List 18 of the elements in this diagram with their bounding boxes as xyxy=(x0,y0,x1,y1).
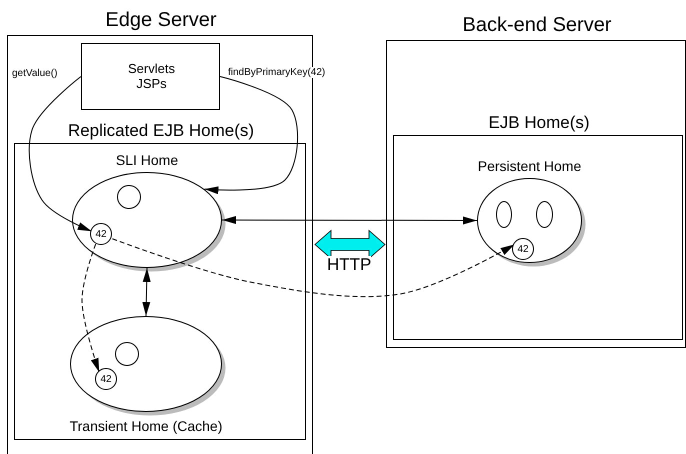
arrow xyxy=(222,216,478,224)
heading-label: Back-end Server xyxy=(462,14,612,37)
edge-label: findByPrimaryKey(42) xyxy=(228,67,326,78)
heading-label: Replicated EJB Home(s) xyxy=(66,120,256,140)
component-label: Servlets JSPs xyxy=(127,62,176,92)
edge-label: getValue() xyxy=(12,68,58,79)
component-box xyxy=(81,43,220,110)
arrow xyxy=(28,76,92,232)
heading-label: Transient Home (Cache) xyxy=(68,418,224,434)
heading-label: EJB Home(s) xyxy=(487,112,591,132)
heading-label: Edge Server xyxy=(104,9,218,32)
dashed-arrow xyxy=(112,238,515,298)
heading-label: SLI Home xyxy=(114,152,180,168)
arrow xyxy=(142,268,151,316)
arrow xyxy=(204,76,298,194)
dashed-arrow xyxy=(82,244,100,373)
block-arrow xyxy=(314,230,386,260)
heading-label: Persistent Home xyxy=(476,158,582,174)
